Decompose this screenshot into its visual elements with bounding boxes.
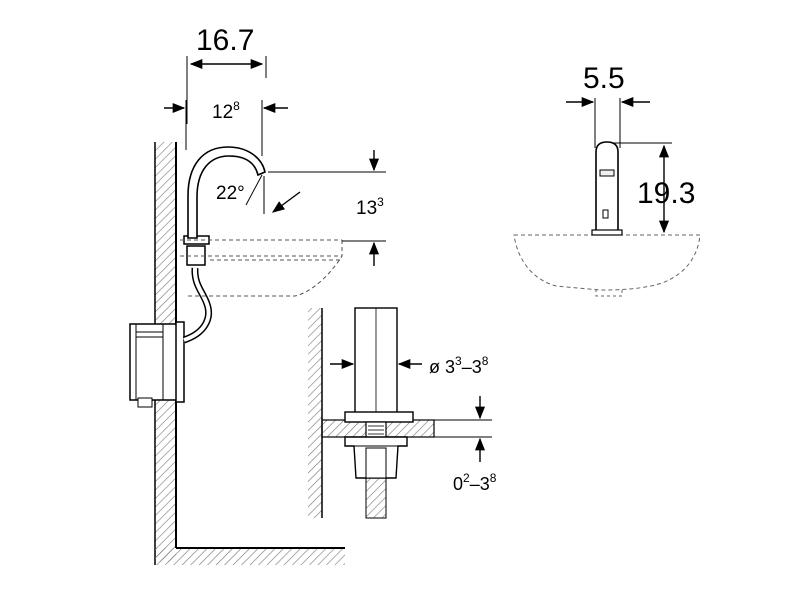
label-side-height: 19.3 bbox=[637, 177, 695, 210]
label-spout-height: 133 bbox=[356, 195, 384, 219]
label-spout-angle: 22° bbox=[216, 183, 245, 204]
front-basin bbox=[513, 234, 701, 291]
front-view bbox=[513, 96, 701, 297]
sensor-led bbox=[602, 209, 609, 219]
angle-arrow bbox=[271, 191, 301, 213]
label-side-width: 5.5 bbox=[583, 62, 625, 95]
label-spout-offset: 128 bbox=[212, 99, 240, 123]
detail-hose bbox=[365, 477, 387, 519]
spout bbox=[187, 146, 266, 239]
detail-wall-hatch bbox=[308, 308, 322, 518]
label-hole-diameter: ø 33–38 bbox=[429, 354, 489, 377]
angle-line bbox=[245, 174, 263, 206]
flange bbox=[344, 411, 414, 423]
label-spout-reach: 16.7 bbox=[196, 24, 254, 57]
sensor-window bbox=[599, 169, 615, 177]
side-view-installation bbox=[129, 56, 386, 565]
label-deck-thickness: 02–38 bbox=[453, 471, 497, 494]
control-box bbox=[129, 321, 185, 408]
front-tap-body bbox=[595, 141, 619, 233]
detail-view-mounting bbox=[308, 307, 492, 519]
basin-outline bbox=[180, 239, 343, 297]
floor-hatch bbox=[155, 548, 345, 565]
